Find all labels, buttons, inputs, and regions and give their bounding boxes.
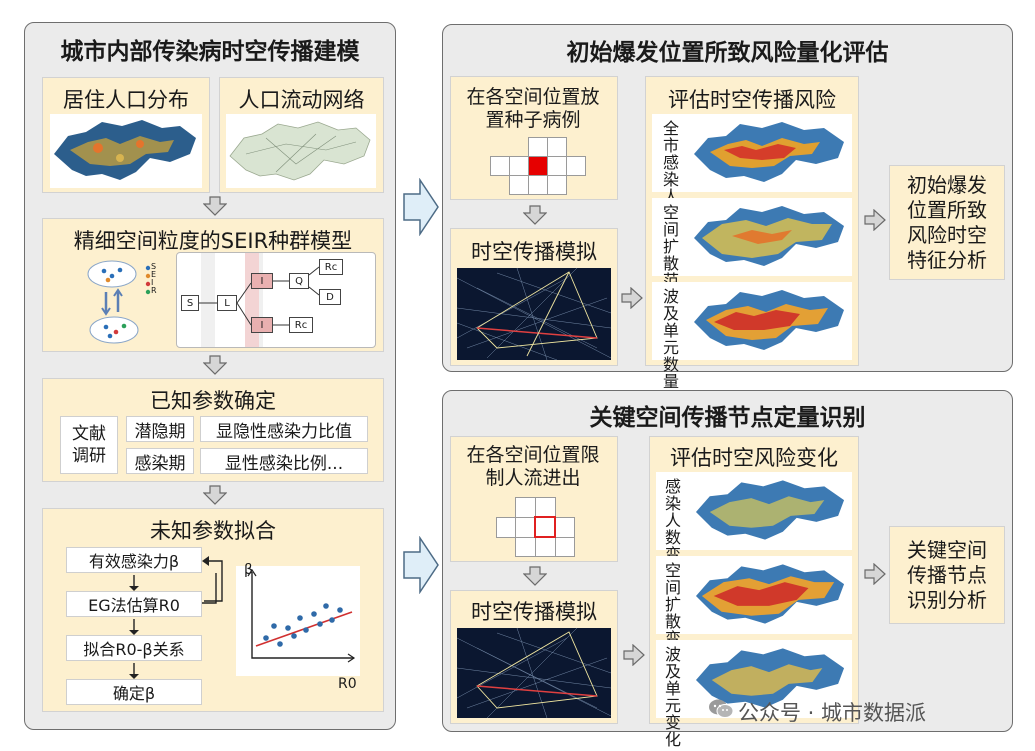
seed-grid	[490, 137, 586, 195]
step-eg-r0: EG法估算R0	[66, 591, 202, 617]
risk-change-map-image	[695, 648, 845, 708]
top-right-panel-title: 初始爆发位置所致风险量化评估	[566, 40, 889, 66]
known-params-title: 已知参数确定	[150, 389, 276, 413]
unknown-params-title: 未知参数拟合	[150, 519, 276, 543]
restrict-grid	[496, 497, 594, 557]
seir-legend-s: S	[151, 262, 157, 271]
step-effective-infectivity: 有效感染力β	[66, 547, 202, 573]
node-i-upper: I	[251, 273, 273, 289]
unknown-params-flow-arrows	[129, 573, 217, 679]
right-arrow-icon	[402, 536, 440, 594]
seed-title: 在各空间位置放置种子病例	[466, 86, 600, 131]
down-arrow-icon	[523, 566, 547, 586]
plot-y-label: β	[244, 562, 253, 578]
right-arrow-small-icon	[864, 563, 886, 585]
metapopulation-diagram	[82, 254, 174, 346]
risk-analysis-result: 初始爆发位置所致风险时空特征分析	[889, 165, 1005, 280]
risk-map-label: 波及单元数量	[662, 287, 679, 391]
mobility-network-image	[226, 114, 376, 188]
risk-map-image	[694, 122, 844, 182]
risk-eval-title: 评估时空传播风险	[668, 88, 836, 112]
node-i-lower: I	[251, 317, 273, 333]
mobility-title: 人口流动网络	[238, 88, 365, 112]
residential-title: 居住人口分布	[63, 88, 189, 112]
right-arrow-small-icon	[621, 287, 643, 309]
risk-change-title: 评估时空风险变化	[670, 446, 838, 470]
risk-change-map-label: 波及单元变化	[664, 645, 681, 749]
key-node-result: 关键空间传播节点识别分析	[889, 526, 1005, 624]
risk-analysis-result-text: 初始爆发位置所致风险时空特征分析	[907, 172, 987, 272]
risk-map-card: 全市感染人数	[652, 114, 852, 222]
step-fit-r0-beta: 拟合R0-β关系	[66, 635, 202, 661]
seir-legend-r: R	[151, 286, 157, 295]
node-q: Q	[289, 273, 309, 289]
simulation-title: 时空传播模拟	[471, 600, 597, 624]
key-node-result-text: 关键空间传播节点识别分析	[907, 537, 987, 612]
infectivity-ratio: 显隐性感染力比值	[200, 416, 368, 442]
right-arrow-small-icon	[864, 209, 886, 231]
node-l: L	[217, 295, 237, 311]
risk-change-map-card: 感染人数变化	[656, 472, 852, 580]
risk-change-map-card: 空间扩散变化	[656, 556, 852, 664]
down-arrow-icon	[523, 205, 547, 225]
node-rc-lower: Rc	[289, 317, 313, 333]
risk-map-card: 空间扩散范围	[652, 198, 852, 306]
bottom-right-panel-title: 关键空间传播节点定量识别	[589, 405, 866, 431]
risk-map-image	[694, 206, 844, 266]
seir-flow-diagram: S L I Q Rc D I Rc	[176, 252, 376, 348]
simulation-network-image	[457, 268, 611, 360]
seir-title: 精细空间粒度的SEIR种群模型	[73, 229, 353, 253]
risk-change-map-image	[695, 564, 845, 624]
node-s: S	[181, 295, 199, 311]
risk-change-map-card: 波及单元变化	[656, 640, 852, 748]
risk-map-image	[694, 290, 844, 350]
restrict-title: 在各空间位置限制人流进出	[466, 444, 600, 489]
wechat-icon	[708, 698, 734, 720]
seir-legend-i: I	[151, 278, 154, 287]
risk-change-map-image	[695, 480, 845, 540]
unknown-params-feedback-arrow	[202, 556, 223, 602]
risk-map-card: 波及单元数量	[652, 282, 852, 390]
down-arrow-icon	[203, 196, 227, 216]
node-rc-upper: Rc	[319, 259, 343, 275]
literature-source-label: 文献调研	[72, 424, 106, 466]
residential-map-image	[50, 114, 202, 188]
wechat-account-label: 公众号 · 城市数据派	[738, 701, 927, 725]
symptomatic-proportion: 显性感染比例...	[200, 448, 368, 474]
simulation-title: 时空传播模拟	[471, 240, 597, 264]
step-determine-beta: 确定β	[66, 679, 202, 705]
infectious-period: 感染期	[126, 448, 194, 474]
right-arrow-icon	[402, 178, 440, 236]
right-arrow-small-icon	[623, 644, 645, 666]
node-d: D	[319, 289, 341, 305]
seir-legend-e: E	[151, 270, 157, 279]
plot-x-label: R0	[338, 676, 357, 692]
literature-source: 文献调研	[60, 416, 118, 474]
down-arrow-icon	[203, 485, 227, 505]
down-arrow-icon	[203, 355, 227, 375]
latent-period: 潜隐期	[126, 416, 194, 442]
simulation-network-image	[457, 628, 611, 718]
r0-beta-scatter-plot	[236, 566, 360, 676]
left-panel-title: 城市内部传染病时空传播建模	[60, 39, 360, 65]
